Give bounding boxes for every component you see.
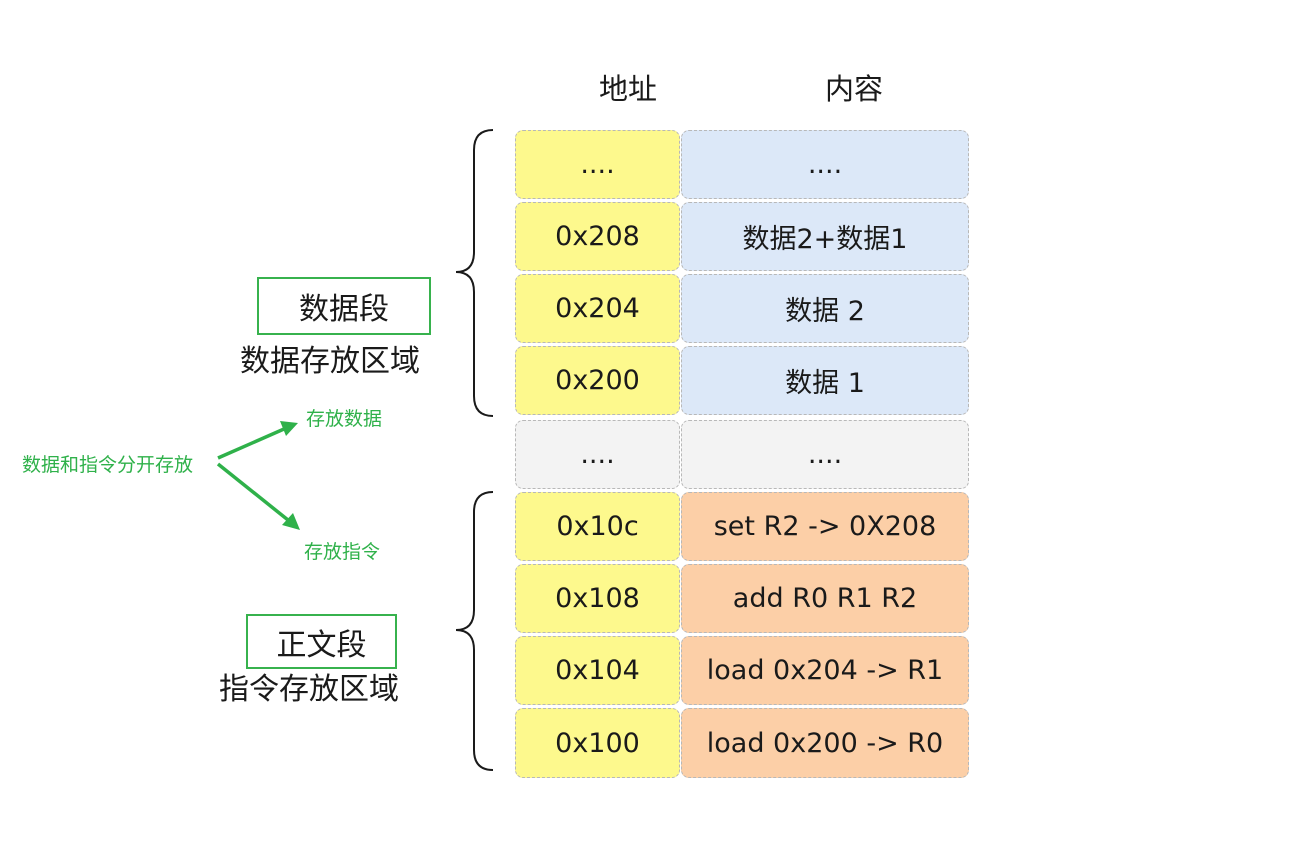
address-cell: .... [515, 130, 680, 199]
separate-storage-note: 数据和指令分开存放 [22, 454, 194, 476]
data-segment-description: 数据存放区域 [240, 344, 420, 379]
arrow-to-data-head [280, 421, 298, 436]
content-cell: add R0 R1 R2 [681, 564, 969, 633]
address-cell: 0x10c [515, 492, 680, 561]
data-segment-brace [455, 129, 494, 417]
content-cell: 数据 2 [681, 274, 969, 343]
store-data-note: 存放数据 [306, 408, 383, 430]
text-segment-label: 正文段 [246, 614, 397, 669]
content-cell: set R2 -> 0X208 [681, 492, 969, 561]
address-column-header: 地址 [598, 72, 657, 106]
address-cell: 0x200 [515, 346, 680, 415]
address-cell: .... [515, 420, 680, 489]
store-instructions-note: 存放指令 [304, 541, 381, 563]
content-cell: .... [681, 420, 969, 489]
arrow-to-instructions [216, 462, 290, 522]
address-cell: 0x104 [515, 636, 680, 705]
text-segment-description: 指令存放区域 [219, 672, 399, 707]
data-segment-label: 数据段 [257, 277, 431, 335]
content-cell: load 0x200 -> R0 [681, 708, 969, 778]
content-cell: 数据 1 [681, 346, 969, 415]
address-cell: 0x100 [515, 708, 680, 778]
address-cell: 0x108 [515, 564, 680, 633]
address-cell: 0x208 [515, 202, 680, 271]
arrow-to-instructions-head [282, 513, 300, 530]
arrow-to-data [217, 427, 285, 460]
content-cell: load 0x204 -> R1 [681, 636, 969, 705]
content-cell: .... [681, 130, 969, 199]
content-cell: 数据2+数据1 [681, 202, 969, 271]
content-column-header: 内容 [824, 72, 883, 106]
text-segment-brace [455, 491, 494, 771]
address-cell: 0x204 [515, 274, 680, 343]
